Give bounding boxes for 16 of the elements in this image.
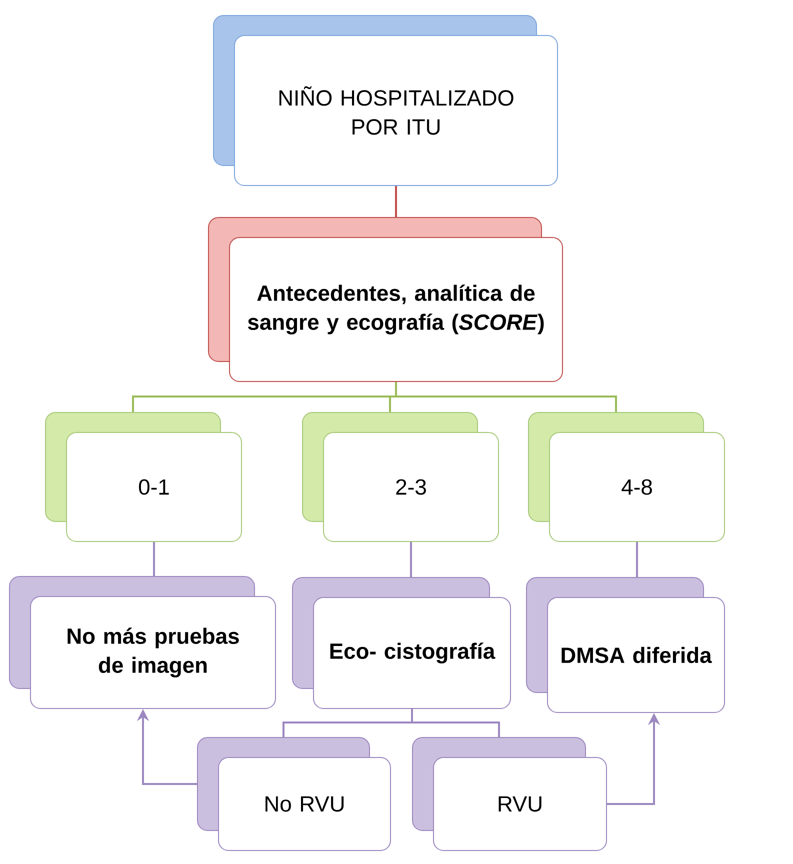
- stacked-box: Antecedentes, analítica de sangre y ecografía (SCORE): [208, 217, 563, 382]
- stacked-box: RVU: [412, 737, 607, 851]
- stacked-box: 0-1: [45, 412, 242, 542]
- connector-line: [410, 542, 412, 577]
- stacked-box: Eco- cistografía: [292, 577, 511, 709]
- stacked-box: 2-3: [302, 412, 499, 542]
- stacked-box: NIÑO HOSPITALIZADO POR ITU: [213, 15, 558, 186]
- connector-line: [636, 542, 638, 577]
- connector-line: [395, 382, 617, 412]
- connector-line: [153, 542, 155, 576]
- stacked-box: DMSA diferida: [526, 577, 725, 713]
- stacked-box: 4-8: [528, 412, 725, 542]
- stacked-box: No RVU: [197, 737, 391, 851]
- connector-line: [411, 709, 500, 737]
- stacked-box: No más pruebas de imagen: [9, 576, 276, 709]
- connector-line: [395, 186, 397, 217]
